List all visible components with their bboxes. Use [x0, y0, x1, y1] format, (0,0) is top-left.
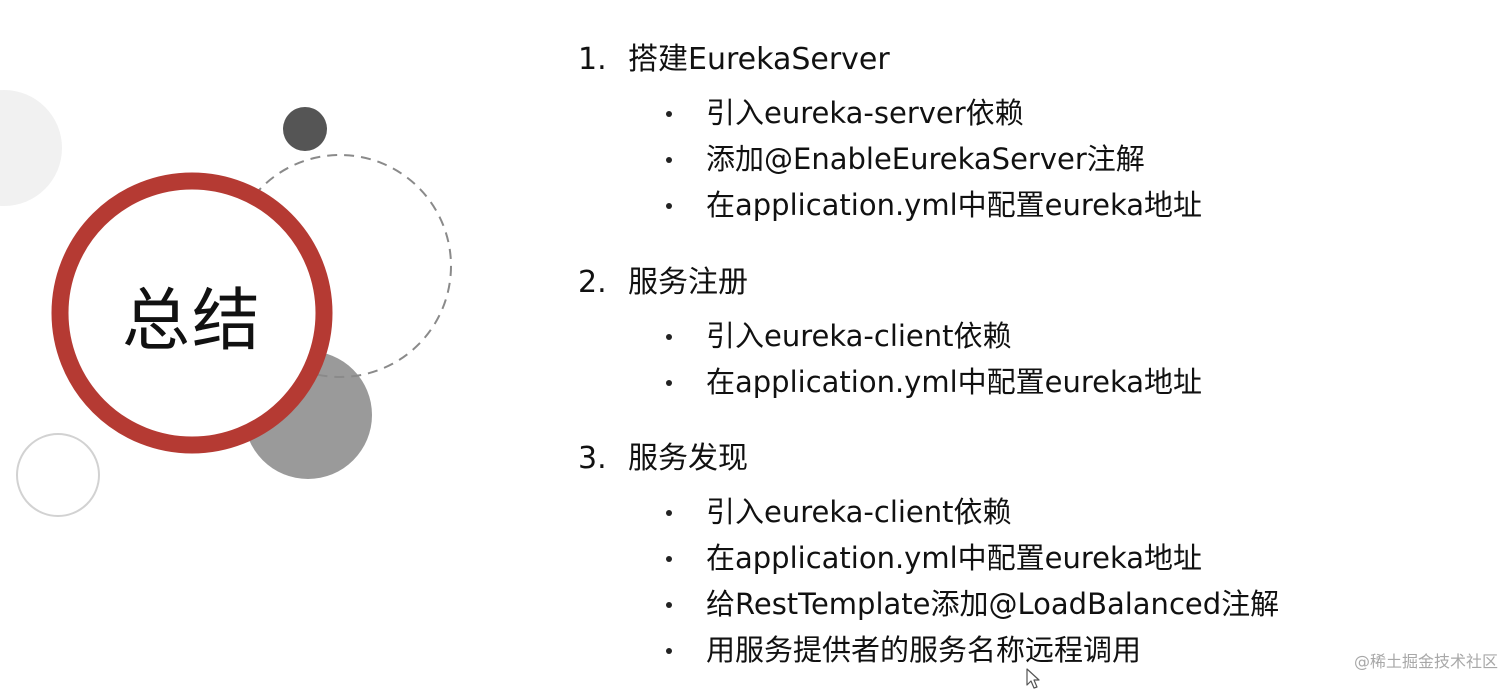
section-heading: 3. 服务发现: [578, 439, 1279, 479]
light-gray-circle: [0, 90, 62, 206]
dark-dot: [283, 107, 327, 151]
section-title: 服务注册: [628, 265, 748, 300]
section-setup-eureka-server: 1. 搭建EurekaServer 引入eureka-server依赖 添加@E…: [578, 40, 1202, 228]
bullet-item: 在application.yml中配置eureka地址: [578, 182, 1202, 228]
bullet-item: 在application.yml中配置eureka地址: [578, 359, 1202, 405]
decorative-circles: [0, 90, 452, 517]
section-title: 搭建EurekaServer: [628, 42, 890, 77]
bullet-item: 引入eureka-client依赖: [578, 489, 1279, 535]
slide-title: 总结: [121, 281, 262, 361]
section-heading: 1. 搭建EurekaServer: [578, 40, 1202, 80]
outline-circle: [16, 433, 100, 517]
section-service-registration: 2. 服务注册 引入eureka-client依赖 在application.y…: [578, 263, 1202, 405]
section-heading: 2. 服务注册: [578, 263, 1202, 303]
bullet-list: 引入eureka-server依赖 添加@EnableEurekaServer注…: [578, 90, 1202, 228]
mouse-cursor-icon: [1026, 668, 1040, 689]
section-service-discovery: 3. 服务发现 引入eureka-client依赖 在application.y…: [578, 439, 1279, 673]
bullet-item: 添加@EnableEurekaServer注解: [578, 136, 1202, 182]
section-number: 2.: [578, 265, 607, 300]
bullet-item: 在application.yml中配置eureka地址: [578, 535, 1279, 581]
section-title: 服务发现: [628, 441, 748, 476]
bullet-list: 引入eureka-client依赖 在application.yml中配置eur…: [578, 489, 1279, 673]
section-number: 1.: [578, 42, 607, 77]
bullet-item: 引入eureka-client依赖: [578, 313, 1202, 359]
bullet-item: 引入eureka-server依赖: [578, 90, 1202, 136]
section-number: 3.: [578, 441, 607, 476]
bullet-item: 给RestTemplate添加@LoadBalanced注解: [578, 581, 1279, 627]
bullet-item: 用服务提供者的服务名称远程调用: [578, 627, 1279, 673]
watermark: @稀土掘金技术社区: [1353, 652, 1498, 671]
title-ring: [51, 172, 333, 454]
bullet-list: 引入eureka-client依赖 在application.yml中配置eur…: [578, 313, 1202, 405]
